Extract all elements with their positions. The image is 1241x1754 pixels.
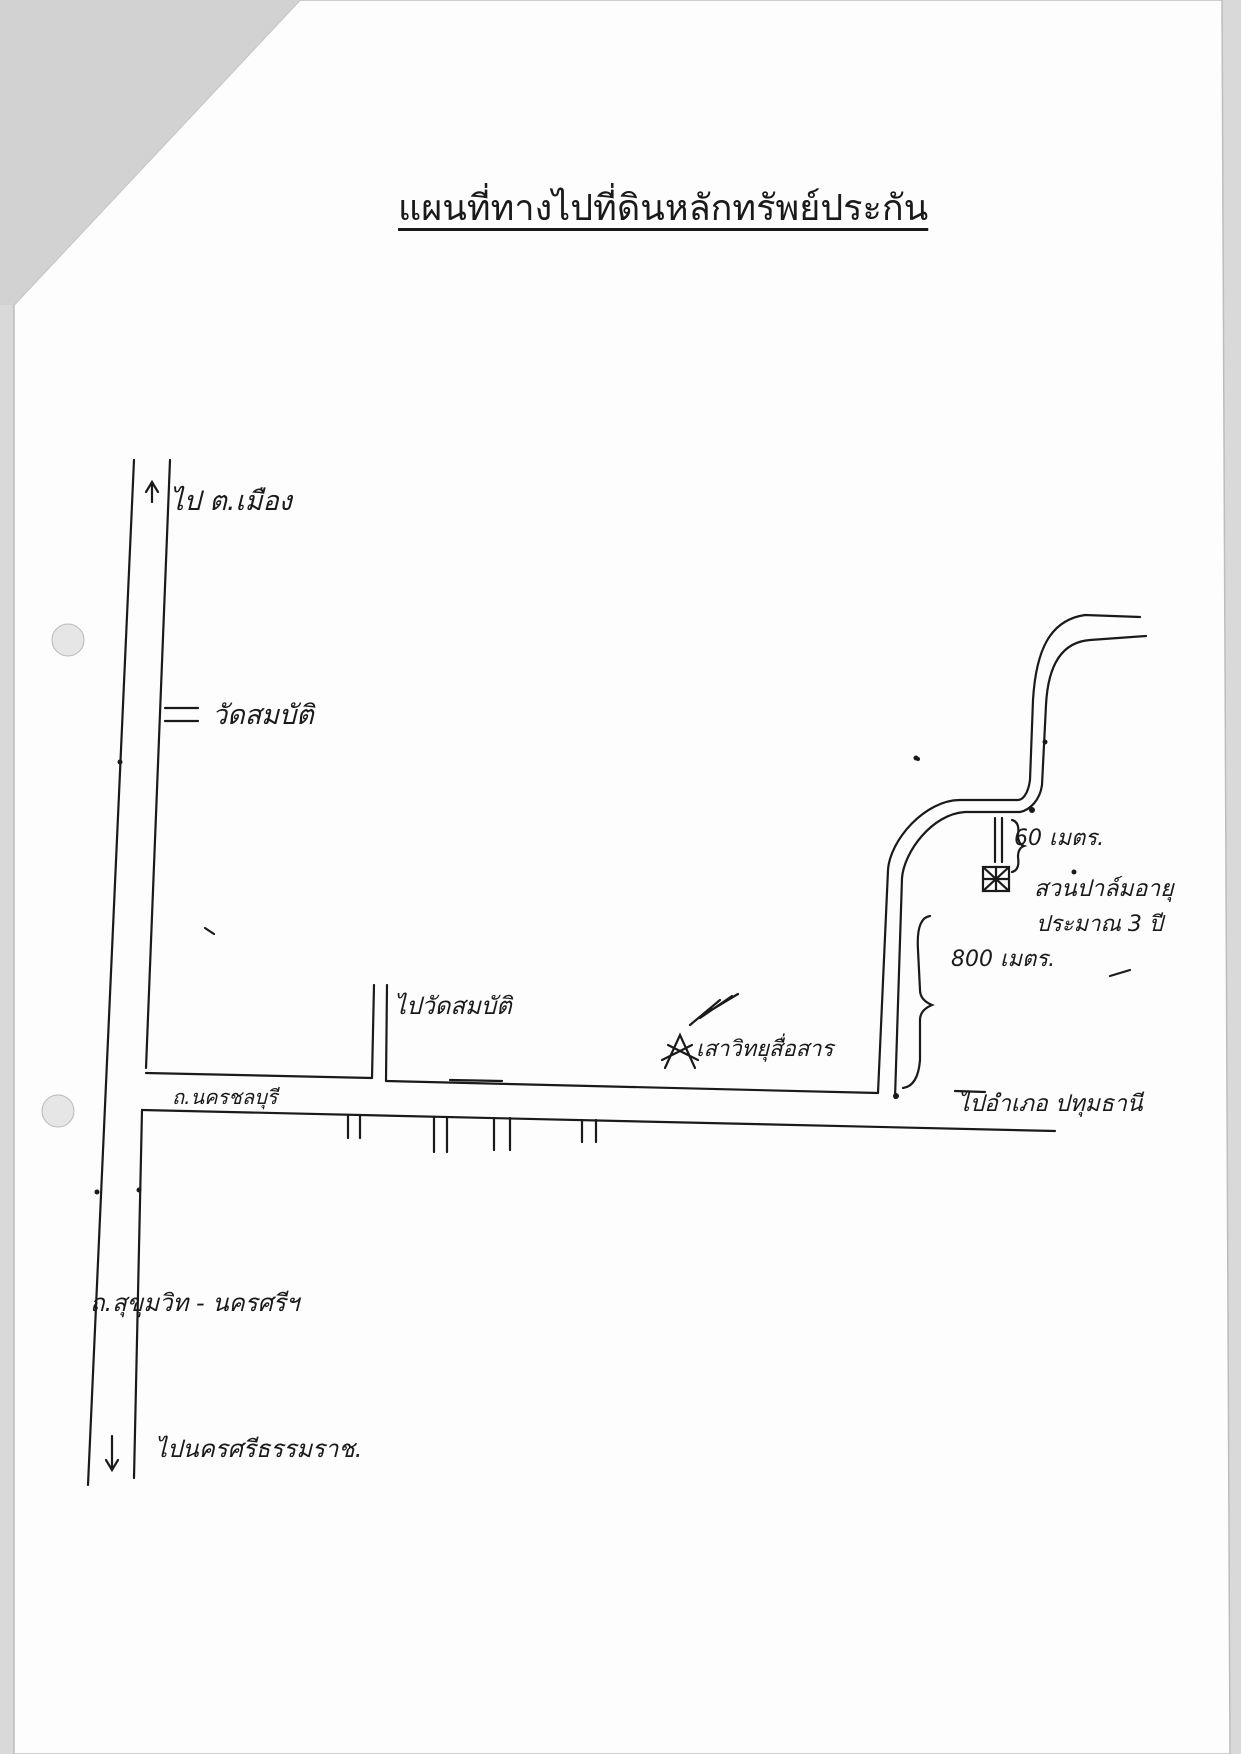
road-tick-2 [432, 1115, 449, 1154]
label-distance-short: 60 เมตร. [1014, 826, 1105, 851]
road-tick-4 [580, 1118, 598, 1144]
temple-lane-mark [163, 706, 200, 723]
binder-hole-bottom [41, 1094, 75, 1128]
binder-hole-top [51, 623, 85, 657]
map-title: แผนที่ทางไปที่ดินหลักทรัพย์ประกัน [398, 188, 929, 229]
folded-corner [0, 0, 300, 305]
lane-outer-edge [876, 613, 1142, 1095]
label-to-bottom: ไปนครศรีธรรมราช. [155, 1435, 363, 1463]
label-palm-age: ประมาณ 3 ปี [1036, 912, 1163, 937]
ink-dash [1108, 968, 1132, 978]
main-road-right-edge-lower [132, 1108, 144, 1480]
label-to-top: ไป ต.เมือง [170, 486, 292, 517]
label-to-temple: ไปวัดสมบัติ [394, 992, 512, 1020]
side-road-top-edge-east [384, 1079, 880, 1095]
road-tick-1 [346, 1113, 362, 1140]
palm-plot-icon [981, 865, 1011, 893]
temple-lane-left [370, 983, 376, 1080]
east-pointer [953, 1089, 987, 1094]
label-main-road: ถ.สุขุมวิท - นครศรีฯ [90, 1289, 300, 1317]
label-palm-garden: สวนปาล์มอายุ [1034, 876, 1174, 902]
label-side-road: ถ.นครชลบุรี [172, 1085, 278, 1109]
ink-dash-2 [203, 926, 216, 936]
temple-lane-right [384, 983, 389, 1083]
bracket-800m [901, 914, 935, 1090]
road-dash [448, 1078, 504, 1083]
paper-sheet [13, 0, 1231, 1754]
ink-dots [94, 739, 1077, 1195]
plot-access-line [993, 816, 1004, 864]
main-road-right-edge-upper [144, 458, 172, 1070]
label-temple: วัดสมบัติ [212, 700, 314, 731]
arrow-up-icon [144, 479, 160, 504]
road-tick-3 [492, 1116, 512, 1152]
label-distance-long: 800 เมตร. [951, 947, 1056, 972]
radio-tower-icon [660, 992, 740, 1070]
side-road-top-edge-west [144, 1071, 374, 1080]
arrow-down-icon [104, 1434, 120, 1473]
bracket-60m [1010, 818, 1028, 874]
label-tower: เสาวิทยุสื่อสาร [696, 1037, 834, 1062]
label-to-east: ไปอำเภอ ปทุมธานี [958, 1091, 1143, 1117]
main-road-left-edge [86, 458, 136, 1487]
lane-inner-edge [893, 634, 1148, 1100]
side-road-bottom-edge [140, 1108, 1057, 1133]
